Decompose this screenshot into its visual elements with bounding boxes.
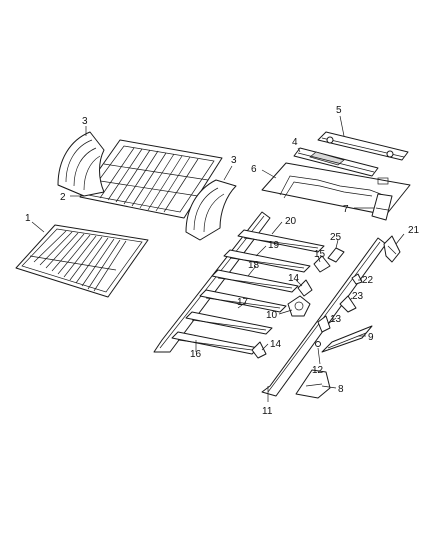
- callout-5: 5: [336, 105, 342, 116]
- part-14-bracket-lower: [251, 341, 267, 359]
- callout-3-right: 3: [231, 155, 237, 166]
- part-15-bracket: [313, 255, 331, 273]
- callout-2: 2: [60, 192, 66, 203]
- callout-13: 13: [330, 314, 342, 325]
- part-1-floor-pan: [15, 224, 149, 298]
- part-3-left-wheelhouse: [57, 131, 105, 197]
- part-6-crossmember-assembly: [261, 162, 411, 216]
- part-22-clip: [351, 273, 363, 285]
- callout-17: 17: [237, 297, 249, 308]
- part-21-bracket: [383, 235, 401, 263]
- part-4-crossmember: [293, 147, 379, 177]
- callout-25: 25: [330, 232, 342, 243]
- part-5-rear-crossmember: [317, 131, 409, 161]
- callout-14-upper: 14: [288, 273, 300, 284]
- callout-23: 23: [352, 291, 364, 302]
- part-9-rail-extension: [321, 325, 373, 353]
- part-14-bracket-upper: [297, 279, 313, 297]
- part-8-bracket: [295, 369, 331, 399]
- callout-16: 16: [190, 349, 202, 360]
- part-10-bracket: [287, 295, 311, 317]
- callout-12: 12: [312, 365, 324, 376]
- part-23-bracket: [339, 295, 357, 313]
- part-25-bracket: [327, 247, 345, 263]
- callout-9: 9: [368, 332, 374, 343]
- callout-6: 6: [251, 164, 257, 175]
- callouts: 1 2 3 3 4 5 6 7 8 9 10 11 12 13 14 14 15…: [25, 105, 420, 417]
- callout-20: 20: [285, 216, 297, 227]
- callout-10: 10: [266, 310, 278, 321]
- callout-3-left: 3: [82, 116, 88, 127]
- callout-4: 4: [292, 137, 298, 148]
- callout-11: 11: [262, 406, 273, 417]
- part-13-bracket: [317, 315, 331, 333]
- callout-14-lower: 14: [270, 339, 282, 350]
- callout-22: 22: [362, 275, 374, 286]
- callout-7: 7: [343, 204, 349, 215]
- callout-1: 1: [25, 213, 31, 224]
- part-7-bracket: [371, 193, 393, 221]
- leader-lines: [31, 115, 405, 402]
- callout-15: 15: [314, 249, 326, 260]
- callout-18: 18: [248, 260, 260, 271]
- callout-8: 8: [338, 384, 344, 395]
- part-12-fastener: [315, 341, 321, 347]
- callout-21: 21: [408, 225, 420, 236]
- part-2-rear-floor-pan: [79, 139, 223, 219]
- callout-19: 19: [268, 240, 280, 251]
- part-3-right-wheelhouse: [185, 179, 237, 241]
